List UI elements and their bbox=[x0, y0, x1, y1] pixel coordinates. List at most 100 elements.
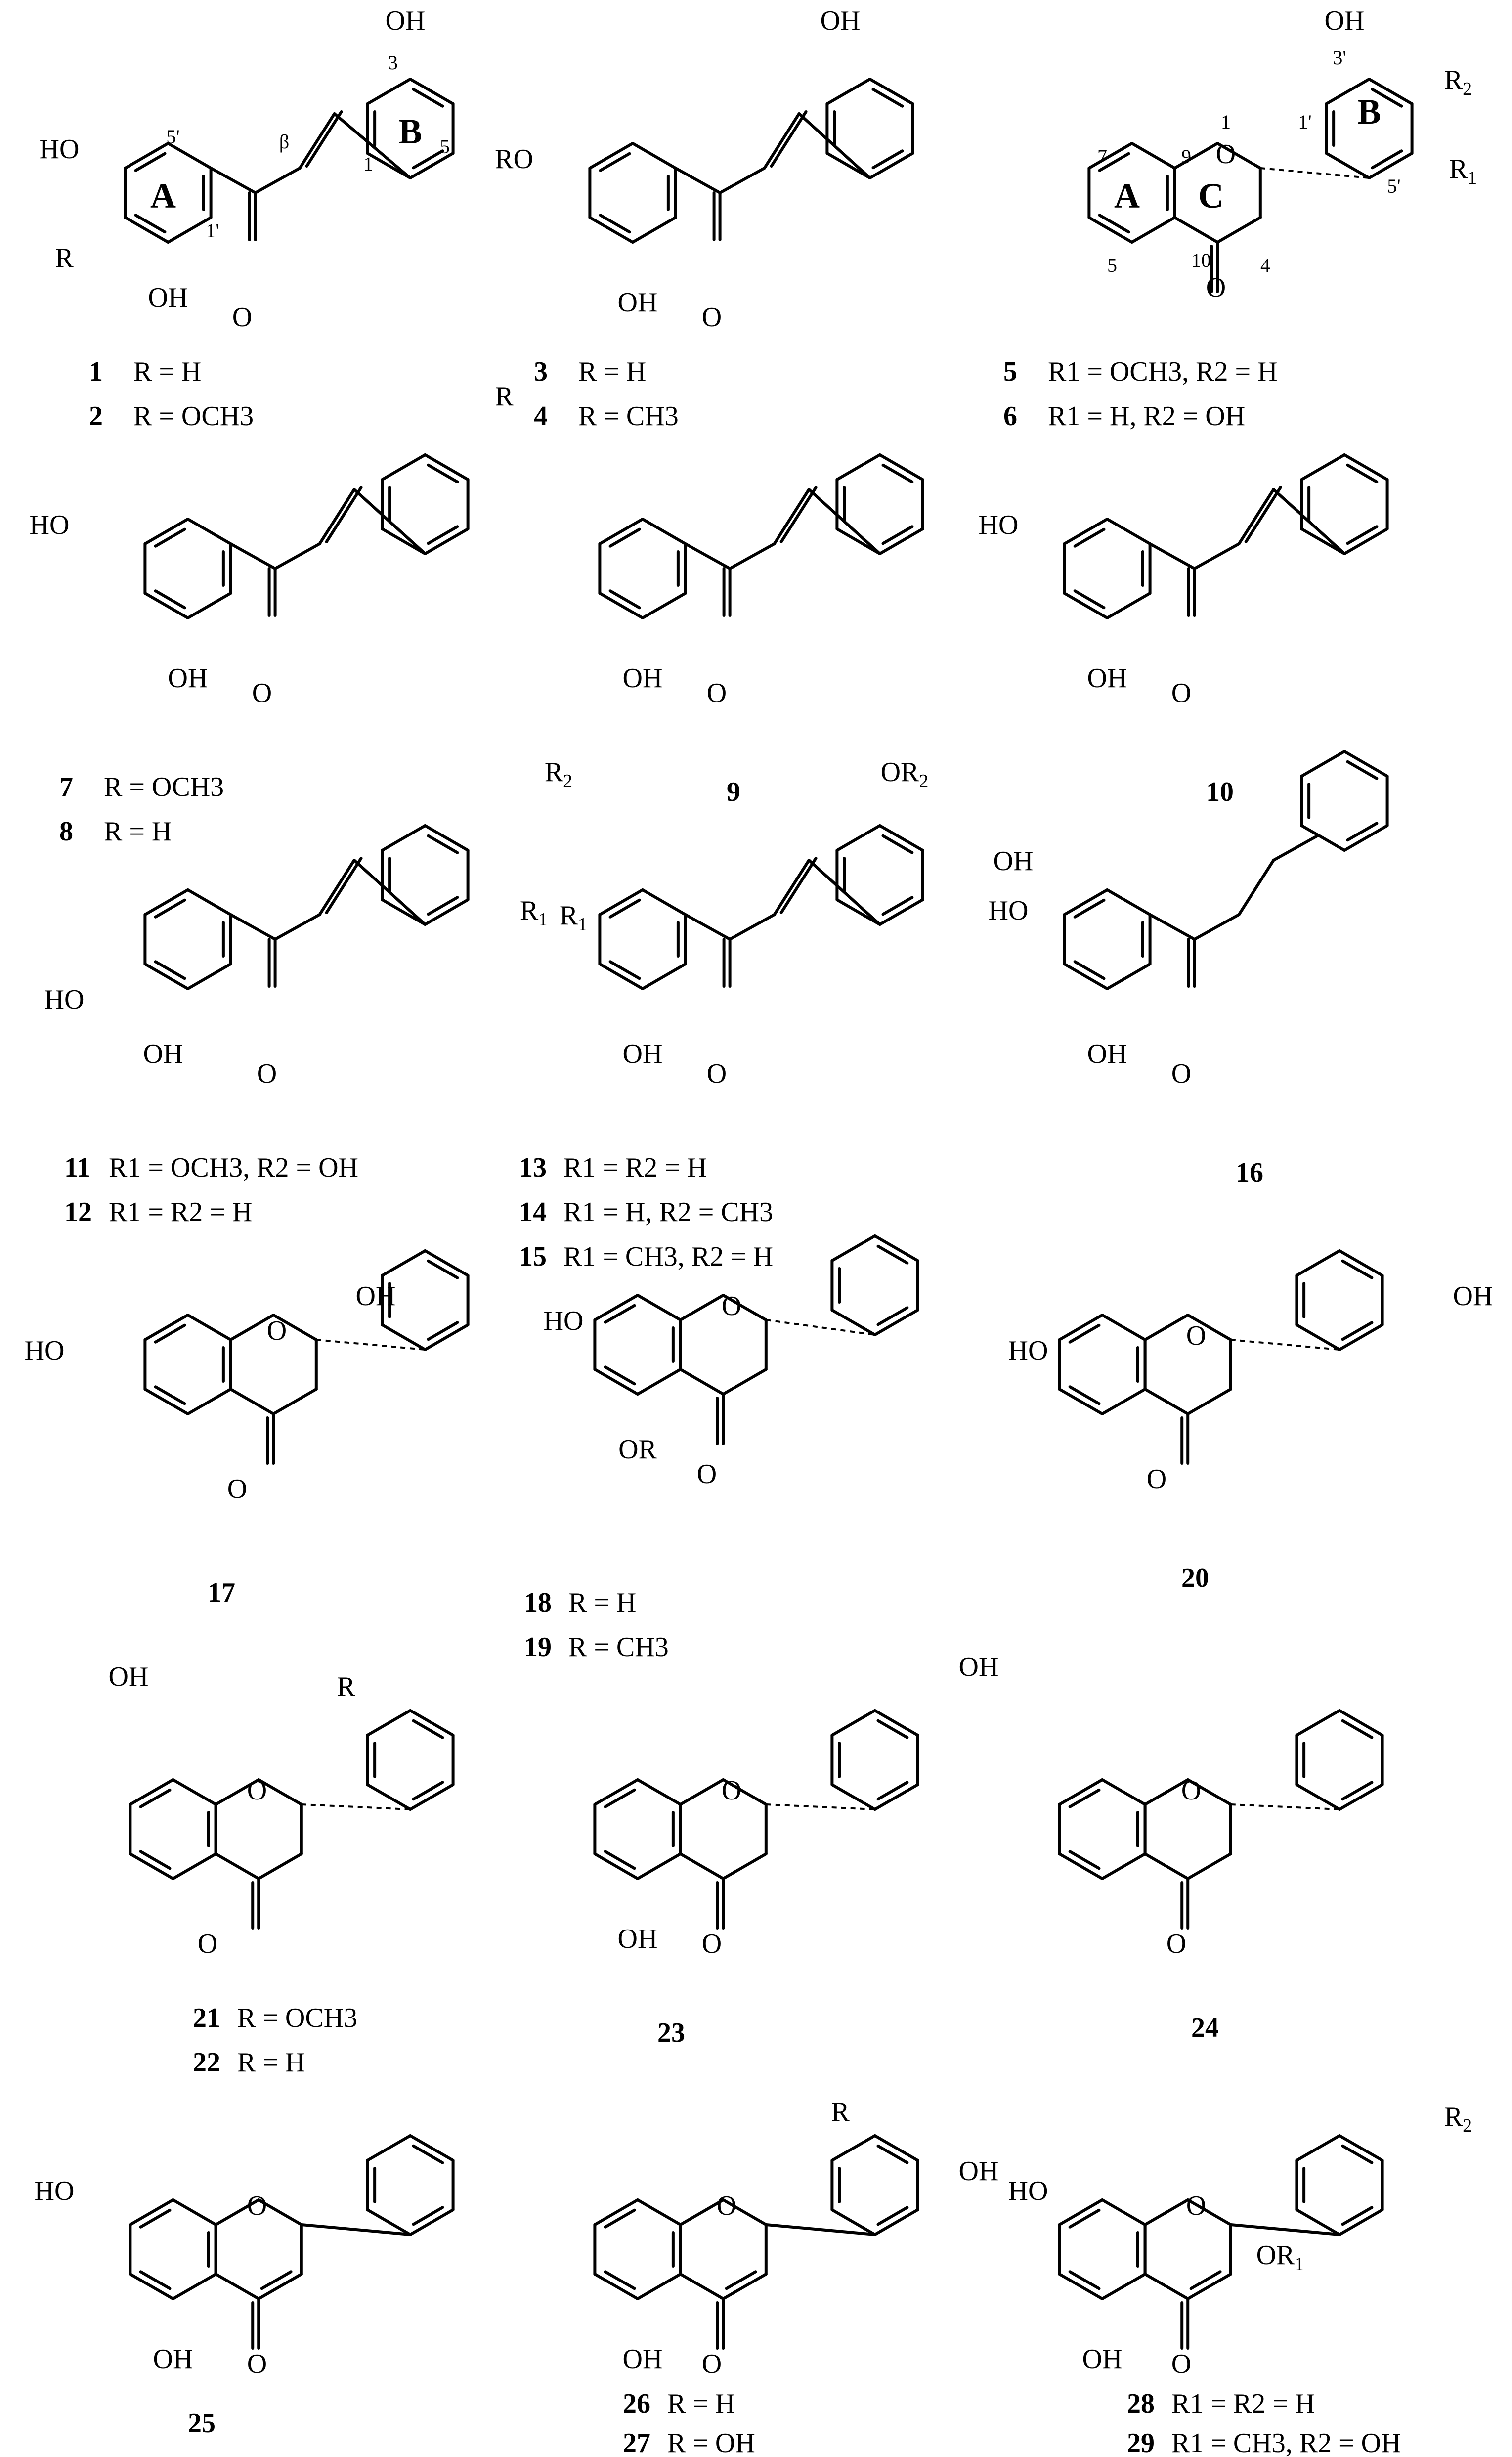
bond bbox=[186, 518, 232, 545]
bond bbox=[641, 963, 687, 990]
bond bbox=[366, 78, 412, 105]
bond bbox=[876, 1244, 909, 1265]
bond bbox=[366, 1783, 412, 1811]
bond bbox=[593, 1778, 639, 1806]
bond bbox=[674, 167, 722, 194]
bond bbox=[186, 592, 232, 619]
position-label: 3 bbox=[388, 51, 398, 74]
bond bbox=[409, 1783, 455, 1811]
atom-label: O bbox=[267, 1316, 287, 1346]
atom-label: R bbox=[337, 1671, 355, 1702]
bond bbox=[1338, 2134, 1384, 2162]
bond bbox=[1063, 963, 1109, 990]
bond bbox=[1343, 527, 1389, 555]
ring-label: B bbox=[1357, 92, 1381, 132]
bond bbox=[1106, 888, 1152, 916]
compound-number: 3 bbox=[534, 356, 548, 387]
bond bbox=[679, 1852, 725, 1880]
bond bbox=[878, 898, 924, 926]
bond bbox=[873, 2208, 919, 2236]
bond bbox=[1101, 1778, 1147, 1806]
bond bbox=[1130, 216, 1176, 244]
bond bbox=[764, 2223, 876, 2236]
bond bbox=[830, 1709, 876, 1737]
bond bbox=[1063, 592, 1109, 619]
bond bbox=[412, 2144, 444, 2164]
bond bbox=[134, 152, 167, 172]
atom-label: OH bbox=[1087, 1039, 1127, 1069]
bond bbox=[1338, 1249, 1384, 1277]
bond bbox=[272, 1388, 318, 1415]
subscript: 1 bbox=[578, 914, 587, 935]
bond bbox=[1244, 486, 1282, 543]
bond bbox=[366, 1709, 412, 1737]
bond bbox=[214, 1778, 260, 1806]
compound-number: 27 bbox=[623, 2428, 650, 2457]
compound-number: 2 bbox=[89, 401, 103, 432]
compound-number: 16 bbox=[1236, 1157, 1263, 1188]
bond bbox=[1295, 1709, 1341, 1737]
bond bbox=[608, 898, 641, 919]
bond bbox=[1106, 592, 1152, 619]
bond bbox=[604, 2208, 636, 2229]
bond bbox=[409, 152, 455, 179]
bond bbox=[333, 112, 412, 179]
atom-label: HO bbox=[25, 1335, 65, 1366]
bond bbox=[1300, 824, 1346, 852]
bond bbox=[1101, 2198, 1147, 2226]
bond bbox=[1073, 898, 1106, 919]
compound-number: 20 bbox=[1181, 1563, 1209, 1593]
compound-number: 12 bbox=[64, 1197, 92, 1228]
atom-label: OR bbox=[618, 1434, 657, 1465]
bond bbox=[1295, 2134, 1341, 2162]
bond bbox=[1101, 1314, 1147, 1341]
bond-layer bbox=[124, 78, 1414, 2350]
compound-substituents: R = H bbox=[104, 816, 172, 847]
bond bbox=[1143, 1388, 1190, 1415]
atom-label: O bbox=[1147, 1464, 1166, 1494]
atom-label: R bbox=[495, 381, 514, 412]
bond bbox=[1143, 1314, 1190, 1341]
bond bbox=[325, 486, 363, 543]
bond bbox=[722, 1294, 768, 1321]
bond bbox=[881, 896, 914, 916]
subscript: 2 bbox=[919, 771, 928, 791]
position-label: β bbox=[279, 131, 289, 153]
atom-label: O bbox=[697, 1459, 717, 1490]
bond bbox=[427, 1321, 459, 1341]
compound-substituents: R = CH3 bbox=[568, 1632, 669, 1663]
bond bbox=[1087, 142, 1133, 170]
atom-label: O bbox=[1171, 2349, 1191, 2379]
compound-number: 29 bbox=[1127, 2428, 1155, 2457]
bond bbox=[679, 2273, 725, 2300]
bond bbox=[186, 1314, 232, 1341]
bond bbox=[588, 216, 634, 244]
compound-substituents: R = H bbox=[568, 1587, 636, 1618]
bond bbox=[1148, 913, 1196, 941]
atom-label: OH bbox=[959, 1652, 999, 1682]
atom-label: R2 bbox=[1444, 65, 1472, 99]
atom-label: OH bbox=[821, 5, 861, 36]
position-label: 1' bbox=[1298, 111, 1311, 133]
bond bbox=[1143, 1852, 1190, 1880]
bond bbox=[1068, 1323, 1101, 1344]
compound-substituents: R = CH3 bbox=[578, 401, 679, 432]
bond bbox=[424, 898, 470, 926]
bond bbox=[409, 2134, 455, 2162]
compound-number: 17 bbox=[208, 1578, 235, 1608]
compound-number: 19 bbox=[524, 1632, 552, 1663]
compound-substituents: R1 = OCH3, R2 = OH bbox=[109, 1152, 358, 1183]
bond bbox=[412, 1781, 444, 1801]
bond bbox=[381, 527, 427, 555]
bond bbox=[868, 78, 914, 105]
bond bbox=[129, 1778, 174, 1806]
bond bbox=[631, 142, 677, 170]
atom-label: O bbox=[1216, 139, 1236, 170]
compound-substituents: R1 = CH3, R2 = H bbox=[563, 1241, 773, 1272]
bond bbox=[807, 488, 881, 555]
bond bbox=[1193, 913, 1241, 941]
bond bbox=[1058, 2273, 1104, 2300]
position-label: 4 bbox=[1260, 254, 1270, 276]
bond bbox=[1073, 527, 1106, 548]
